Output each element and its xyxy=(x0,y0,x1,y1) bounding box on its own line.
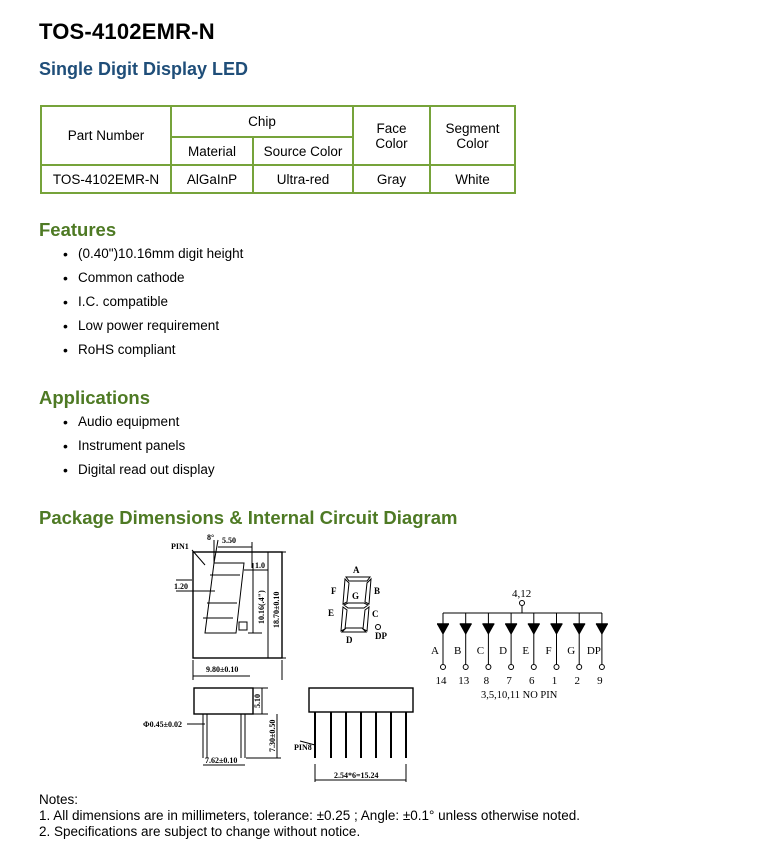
cell-face-color: Gray xyxy=(352,164,431,194)
material-header: Material xyxy=(170,136,254,166)
cell-segment-color: White xyxy=(429,164,516,194)
side-body xyxy=(193,687,254,715)
seg-g-label: G xyxy=(352,591,359,601)
features-heading: Features xyxy=(39,219,117,240)
pin8-label: PIN8 xyxy=(294,743,312,752)
notes-title: Notes: xyxy=(39,792,79,807)
dim-10: 1.0 xyxy=(255,561,265,570)
list-item: Low power requirement xyxy=(60,314,243,338)
circuit-seg-label: A xyxy=(431,645,439,657)
dim-980: 9.80±0.10 xyxy=(206,665,238,674)
circuit-pin-number: 2 xyxy=(574,675,580,687)
dp-square xyxy=(238,621,248,631)
diode-icon xyxy=(596,624,608,636)
dim-1016: 10.16(.4") xyxy=(257,590,266,624)
pin-terminal xyxy=(576,664,583,670)
circuit-pin-number: 7 xyxy=(506,675,512,687)
seg-dp-label: DP xyxy=(375,631,387,641)
circuit-seg-label: DP xyxy=(587,645,601,657)
circuit-pin-number: 13 xyxy=(458,675,470,687)
circuit-seg-label: E xyxy=(522,645,529,657)
pin-terminal xyxy=(530,664,537,670)
package-heading: Package Dimensions & Internal Circuit Di… xyxy=(39,507,458,528)
segment-symbol xyxy=(340,576,381,633)
diode-icon xyxy=(459,624,472,636)
digit-outline xyxy=(204,562,245,634)
dim-1870: 18.70±0.10 xyxy=(272,592,281,628)
dim-762: 7.62±0.10 xyxy=(205,756,237,765)
circuit-seg-label: C xyxy=(477,645,484,657)
diode-icon xyxy=(482,624,495,636)
circuit-diagram xyxy=(443,600,602,614)
bottom-body xyxy=(308,687,414,713)
front-body xyxy=(192,551,283,659)
circuit-pin-number: 14 xyxy=(436,675,448,687)
diode-icon xyxy=(437,624,449,636)
circuit-pin-number: 9 xyxy=(597,675,603,687)
diode-icon xyxy=(527,624,540,636)
angle-label: 8° xyxy=(207,533,214,542)
dim-254: 2.54*6=15.24 xyxy=(334,771,379,780)
list-item: Digital read out display xyxy=(60,458,215,482)
circuit-seg-label: B xyxy=(454,645,461,657)
notes-line-1: 1. All dimensions are in millimeters, to… xyxy=(39,808,580,823)
list-item: Audio equipment xyxy=(60,410,215,434)
circuit-pin-number: 8 xyxy=(484,675,490,687)
cell-material: AlGaInP xyxy=(170,164,254,194)
list-item: I.C. compatible xyxy=(60,290,243,314)
table-row: TOS-4102EMR-N AlGaInP Ultra-red Gray Whi… xyxy=(40,164,516,194)
dim-550: 5.50 xyxy=(222,536,236,545)
pin1-label: PIN1 xyxy=(171,542,189,551)
pin-terminal xyxy=(462,664,469,670)
pin-terminal xyxy=(440,664,446,670)
dim-120: 1.20 xyxy=(174,582,188,591)
circuit-seg-label: G xyxy=(567,645,575,657)
list-item: Instrument panels xyxy=(60,434,215,458)
pin-terminal xyxy=(508,664,515,670)
cell-source-color: Ultra-red xyxy=(252,164,354,194)
applications-list: Audio equipment Instrument panels Digita… xyxy=(60,410,215,482)
circuit-seg-label: F xyxy=(545,645,551,657)
seg-e-label: E xyxy=(328,608,334,618)
page-title: TOS-4102EMR-N xyxy=(39,19,215,44)
circuit-seg-label: D xyxy=(499,645,507,657)
seg-f-label: F xyxy=(331,586,337,596)
dim-730: 7.30±0.50 xyxy=(268,720,277,752)
pin-terminal xyxy=(553,664,560,670)
dim-045: Φ0.45±0.02 xyxy=(143,720,182,729)
no-pin-label: 3,5,10,11 NO PIN xyxy=(481,690,558,701)
list-item: RoHS compliant xyxy=(60,338,243,362)
list-item: Common cathode xyxy=(60,266,243,290)
list-item: (0.40")10.16mm digit height xyxy=(60,242,243,266)
circuit-pin-number: 6 xyxy=(529,675,535,687)
diode-icon xyxy=(505,624,517,636)
applications-heading: Applications xyxy=(39,387,151,408)
pin-terminal xyxy=(598,664,605,670)
seg-a-label: A xyxy=(353,565,360,575)
pin-terminal xyxy=(485,664,492,670)
notes-line-2: 2. Specifications are subject to change … xyxy=(39,824,361,839)
page-subtitle: Single Digit Display LED xyxy=(39,59,249,79)
features-list: (0.40")10.16mm digit height Common catho… xyxy=(60,242,243,362)
seg-d-label: D xyxy=(346,635,353,645)
common-pins-label: 4,12 xyxy=(512,588,531,600)
cell-part-number: TOS-4102EMR-N xyxy=(40,164,172,194)
seg-c-label: C xyxy=(372,609,379,619)
notes: Notes: 1. All dimensions are in millimet… xyxy=(39,792,580,840)
dim-510: 5.10 xyxy=(253,694,262,708)
diode-icon xyxy=(573,624,586,636)
diode-icon xyxy=(550,624,563,636)
circuit-pin-number: 1 xyxy=(552,675,558,687)
seg-b-label: B xyxy=(374,586,380,596)
diode-array xyxy=(437,613,608,670)
chip-header: Chip xyxy=(170,105,354,138)
part-number-header: Part Number xyxy=(40,105,172,166)
source-color-header: Source Color xyxy=(252,136,354,166)
